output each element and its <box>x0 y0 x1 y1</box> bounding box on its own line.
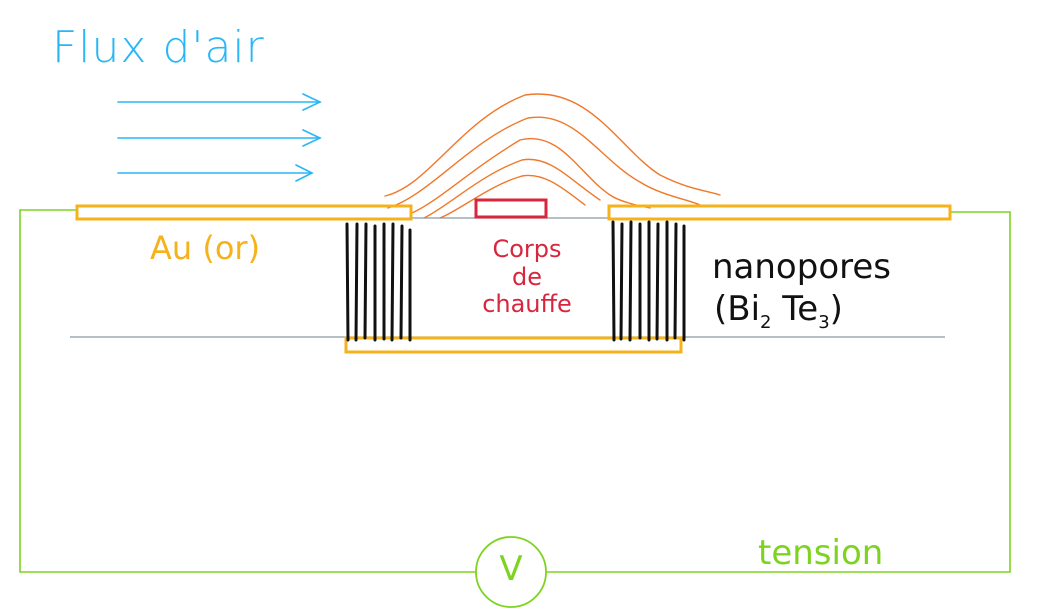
gold-label: Au (or) <box>150 229 261 267</box>
gold-electrodes <box>75 204 952 354</box>
heater-label-line2: de <box>512 262 542 291</box>
heater-label-line1: Corps <box>492 235 562 263</box>
voltmeter-symbol: V <box>499 549 523 589</box>
nanopores-formula: (Bi2 Te3) <box>714 292 843 332</box>
voltmeter-icon <box>475 536 547 608</box>
heater-label: Corps de chauffe <box>462 235 592 319</box>
nanopores-right <box>611 220 686 342</box>
heater-label-line3: chauffe <box>482 290 572 319</box>
gold-electrode-left <box>75 204 413 221</box>
air-arrow <box>117 164 314 182</box>
formula-close: ) <box>829 289 843 329</box>
circuit-wire <box>19 209 1011 608</box>
heater-element <box>474 198 548 219</box>
nanopores-label: nanopores <box>712 247 891 287</box>
air-arrow <box>117 93 322 111</box>
formula-te: Te <box>771 289 819 329</box>
formula-te-subscript: 3 <box>818 311 830 333</box>
formula-open: (Bi <box>714 289 761 329</box>
air-flow-label: Flux d'air <box>52 22 265 73</box>
air-flow-arrows <box>117 93 322 182</box>
air-arrow <box>117 129 322 147</box>
voltage-label: tension <box>758 533 884 573</box>
gold-electrode-right <box>607 204 952 221</box>
gold-electrode-bottom <box>344 336 683 354</box>
heat-waves <box>384 93 721 219</box>
nanopores-left <box>345 222 412 342</box>
formula-bi-subscript: 2 <box>760 311 772 333</box>
